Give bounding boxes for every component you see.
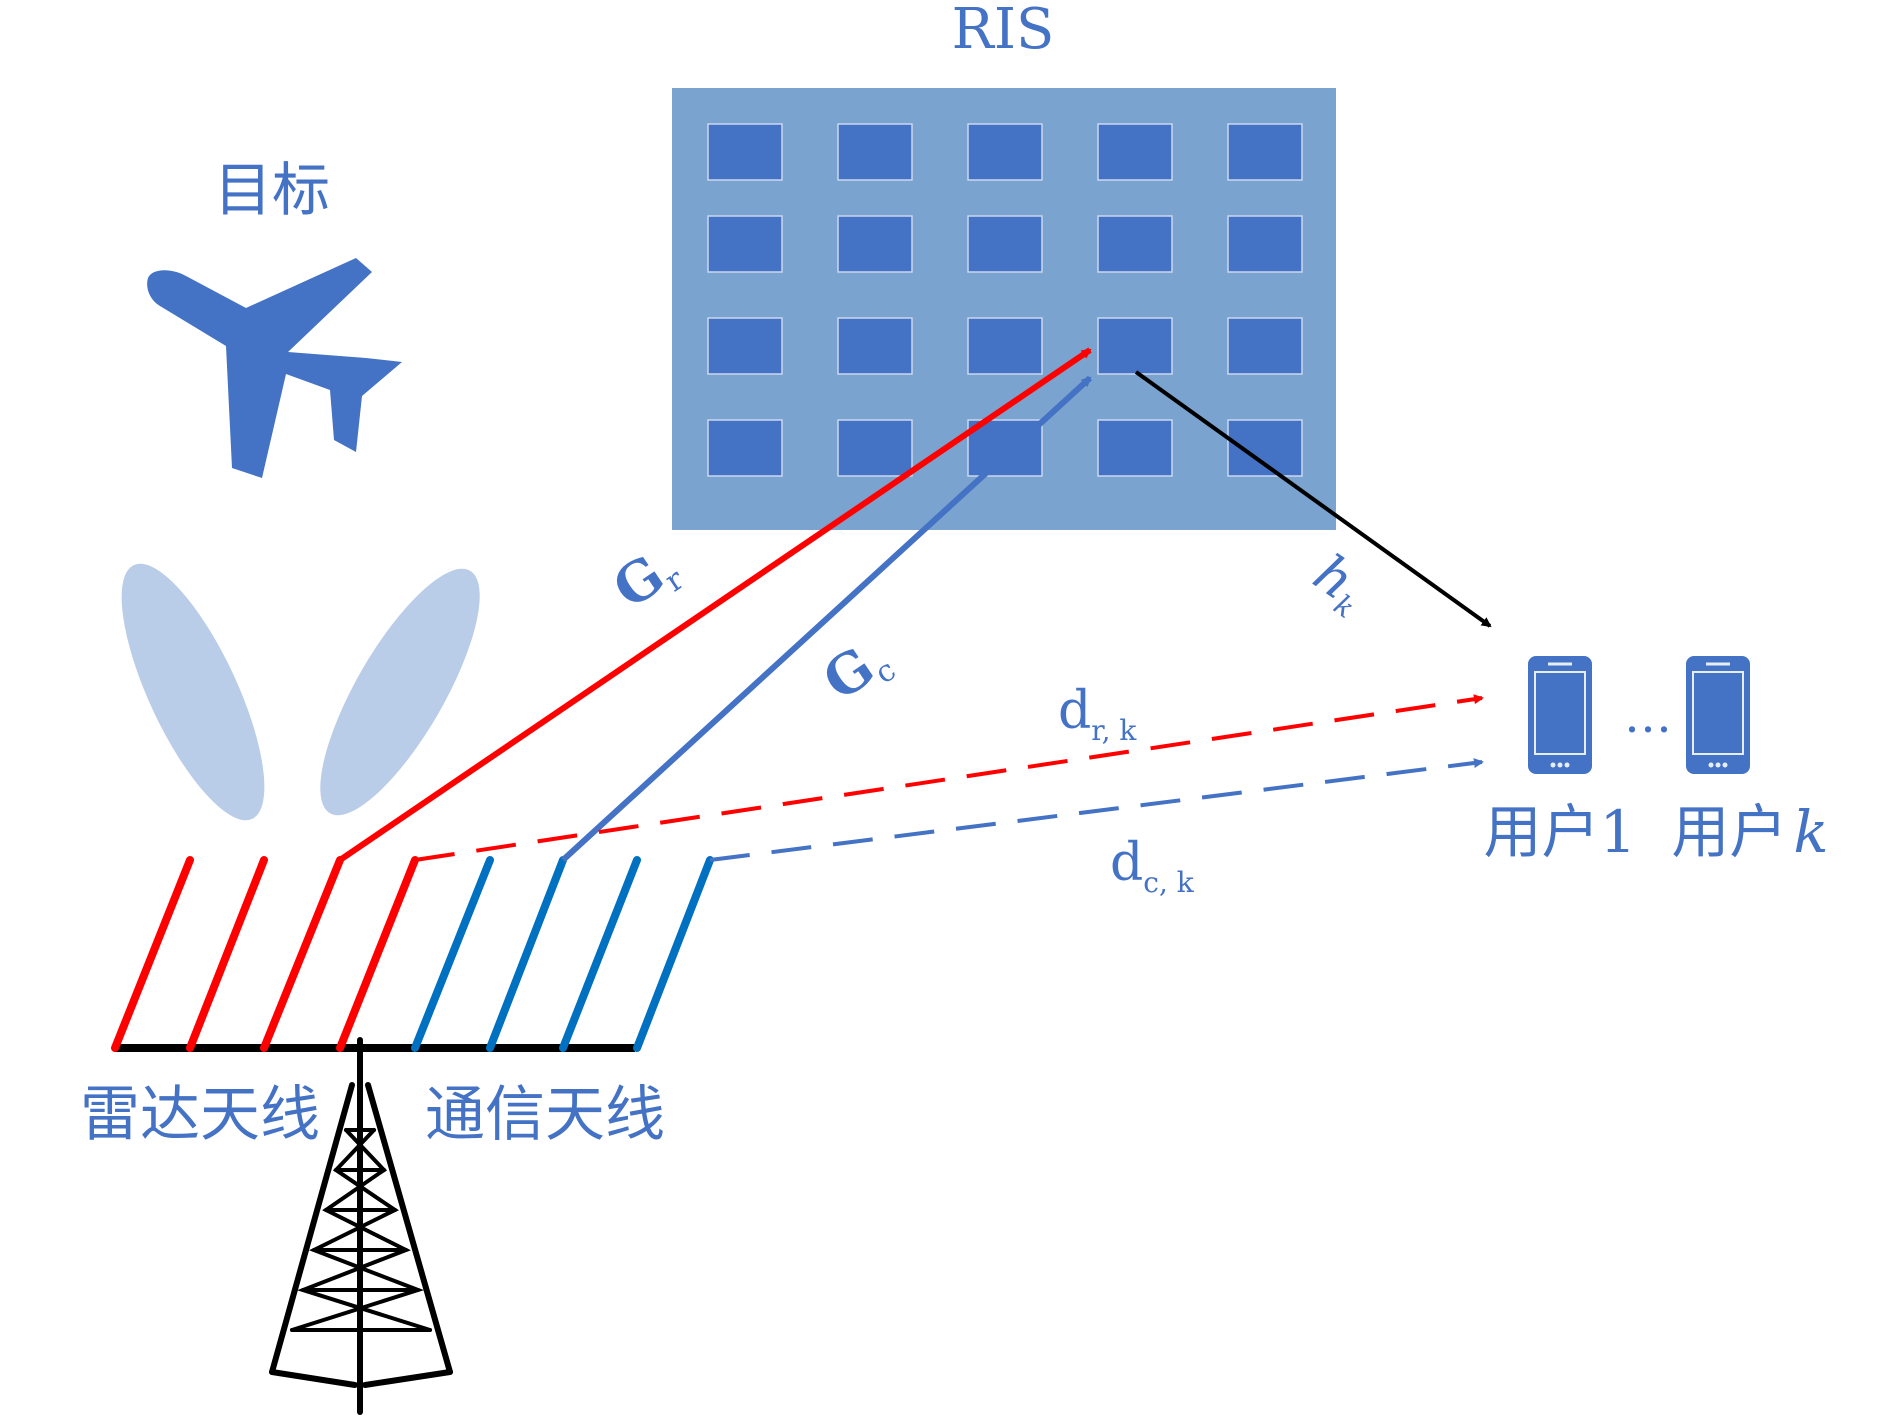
- target-label: 目标: [214, 156, 330, 224]
- airplane-icon: [147, 258, 402, 478]
- g-c-label: Gc: [811, 625, 902, 717]
- radar-antenna-element: [111, 856, 194, 1052]
- d-ck-subscript: c, k: [1143, 866, 1194, 899]
- user-1-label: 用户1: [1484, 798, 1637, 866]
- user-k-prefix: 用户: [1671, 798, 1787, 866]
- comm-antennas: [411, 856, 714, 1052]
- user-k-variable: k: [1793, 798, 1828, 866]
- ris-element: [837, 419, 913, 477]
- ris-element: [1097, 419, 1173, 477]
- comm-antenna-element: [486, 856, 567, 1052]
- ris-element: [967, 317, 1043, 375]
- radar-antenna-element: [336, 856, 419, 1052]
- h-k-link: [1134, 370, 1492, 628]
- d-rk-symbol: d: [1058, 681, 1091, 741]
- d-rk-label: dr, k: [1058, 681, 1137, 747]
- radar-beam-lobe-left: [121, 563, 265, 821]
- comm-antenna-element: [559, 856, 641, 1052]
- comm-antenna-element: [411, 856, 494, 1052]
- radar-antenna-element: [260, 856, 344, 1052]
- g-c-link: [560, 375, 1093, 863]
- d-rk-subscript: r, k: [1091, 714, 1137, 747]
- radar-antennas: [111, 856, 419, 1052]
- d-ck-label: dc, k: [1110, 833, 1195, 899]
- g-c-symbol: G: [811, 634, 885, 713]
- ris-element: [1097, 317, 1173, 375]
- ris-element: [1227, 317, 1303, 375]
- tower-icon: [269, 1037, 453, 1415]
- comm-antenna-label: 通信天线: [425, 1080, 665, 1150]
- ris-element: [837, 123, 913, 181]
- ris-element: [967, 215, 1043, 273]
- g-r-label: Gr: [601, 534, 690, 625]
- ris-element: [707, 419, 783, 477]
- ris-element: [707, 123, 783, 181]
- ris-element: [1097, 215, 1173, 273]
- ris-element: [967, 123, 1043, 181]
- g-r-link: [338, 347, 1092, 863]
- ris-element: [1097, 123, 1173, 181]
- g-r-symbol: G: [601, 542, 675, 621]
- ris-title: RIS: [952, 0, 1055, 62]
- radar-beam-lobe-right: [320, 568, 480, 816]
- user-k-phone-icon: [1686, 656, 1750, 774]
- ris-element: [1227, 215, 1303, 273]
- users-ellipsis: …: [1624, 688, 1672, 744]
- user-1-phone-icon: [1528, 656, 1592, 774]
- ris-element: [1227, 123, 1303, 181]
- d-ck-symbol: d: [1110, 833, 1143, 893]
- radar-antenna-element: [186, 856, 268, 1052]
- ris-element: [707, 317, 783, 375]
- d-rk-link: [414, 694, 1484, 862]
- ris-element: [837, 215, 913, 273]
- ris-element-grid: [707, 123, 1303, 477]
- ris-element: [707, 215, 783, 273]
- radar-antenna-label: 雷达天线: [80, 1080, 320, 1150]
- comm-antenna-element: [633, 856, 714, 1052]
- d-ck-link: [709, 758, 1484, 862]
- ris-element: [837, 317, 913, 375]
- h-k-label: hk: [1300, 543, 1378, 624]
